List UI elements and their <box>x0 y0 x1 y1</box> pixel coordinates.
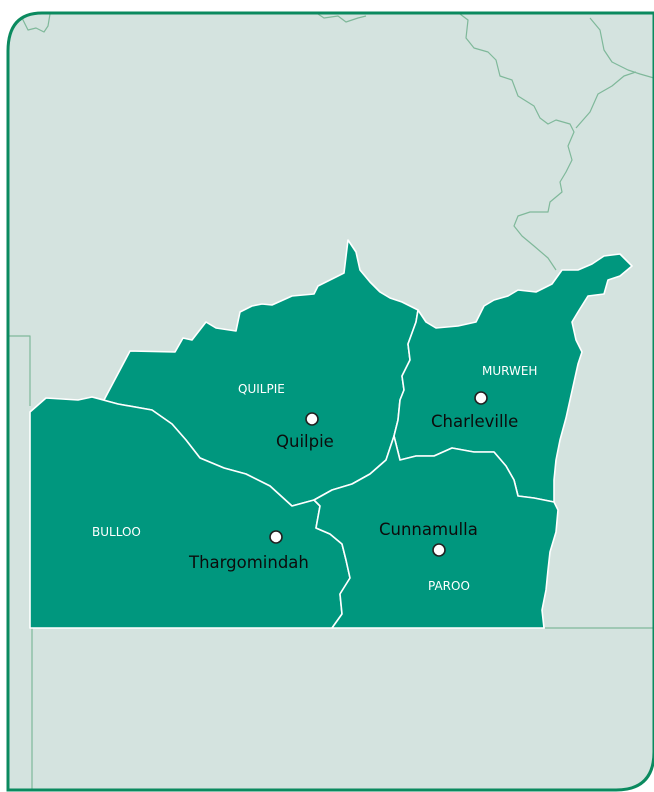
town-labels: Quilpie Charleville Thargomindah Cunnamu… <box>188 412 518 572</box>
shire-label-paroo: PAROO <box>428 579 470 593</box>
town-marker-charleville[interactable] <box>474 391 488 405</box>
town-marker-quilpie[interactable] <box>305 412 319 426</box>
map-frame <box>6 11 654 792</box>
shire-label-bulloo: BULLOO <box>92 525 141 539</box>
town-label-cunnamulla: Cunnamulla <box>379 520 478 539</box>
shire-label-quilpie: QUILPIE <box>238 382 285 396</box>
town-label-quilpie: Quilpie <box>276 432 334 451</box>
shire-labels: QUILPIE MURWEH BULLOO PAROO <box>92 364 537 593</box>
town-label-charleville: Charleville <box>431 412 518 431</box>
town-label-thargomindah: Thargomindah <box>188 553 309 572</box>
shire-label-murweh: MURWEH <box>482 364 537 378</box>
town-marker-thargomindah[interactable] <box>269 530 283 544</box>
town-marker-cunnamulla[interactable] <box>432 543 446 557</box>
background-borders <box>8 13 654 790</box>
highlighted-regions <box>29 239 633 629</box>
region-paroo[interactable] <box>313 435 559 629</box>
town-markers <box>269 391 488 557</box>
